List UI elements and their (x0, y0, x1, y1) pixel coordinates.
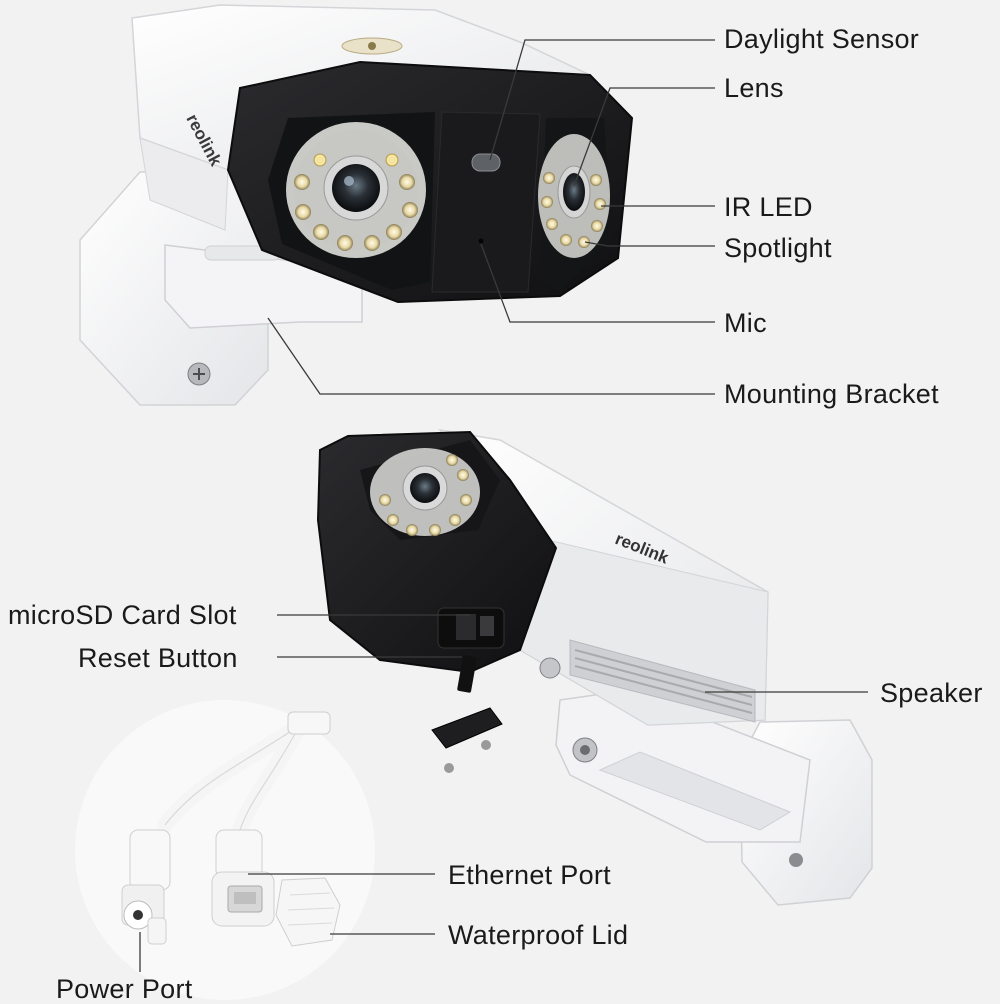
leader-lines (139, 39, 868, 972)
label-mounting-bracket: Mounting Bracket (724, 379, 939, 409)
label-ethernet-port: Ethernet Port (448, 860, 611, 890)
power-port-connector (121, 829, 171, 945)
label-microsd-card-slot: microSD Card Slot (8, 600, 237, 630)
waterproof-lid (275, 877, 341, 947)
label-waterproof-lid: Waterproof Lid (448, 920, 629, 950)
bottom-camera: reolink (316, 428, 873, 906)
top-camera: reolink (79, 4, 634, 406)
ethernet-port-connector (211, 829, 275, 927)
top-right-led-ring (541, 172, 606, 248)
label-reset-button: Reset Button (78, 643, 238, 673)
bottom-lens-assembly (370, 448, 480, 536)
label-ir-led: IR LED (724, 192, 813, 222)
leader-lens (573, 87, 715, 187)
label-lens: Lens (724, 73, 784, 103)
label-mic: Mic (724, 308, 767, 338)
leader-spotlight (584, 241, 715, 247)
label-speaker: Speaker (880, 678, 983, 708)
speaker-grille (569, 639, 756, 723)
daylight-sensor (471, 153, 501, 172)
mic-hole (478, 238, 484, 244)
port-cover (431, 707, 503, 773)
microsd-card-slot (437, 607, 505, 649)
leader-mic (480, 243, 715, 323)
leader-mounting-bracket (267, 317, 715, 395)
bottom-led-ring (379, 454, 472, 536)
top-left-led-ring (294, 153, 418, 251)
screw-icon (187, 362, 211, 386)
label-spotlight: Spotlight (724, 233, 832, 263)
top-left-lens-assembly (286, 122, 426, 258)
label-daylight-sensor: Daylight Sensor (724, 24, 920, 54)
label-power-port: Power Port (56, 974, 193, 1004)
reset-button (457, 655, 477, 693)
cable-assembly (75, 700, 375, 1000)
top-right-lens-assembly (538, 134, 610, 258)
leader-daylight-sensor (489, 39, 715, 161)
